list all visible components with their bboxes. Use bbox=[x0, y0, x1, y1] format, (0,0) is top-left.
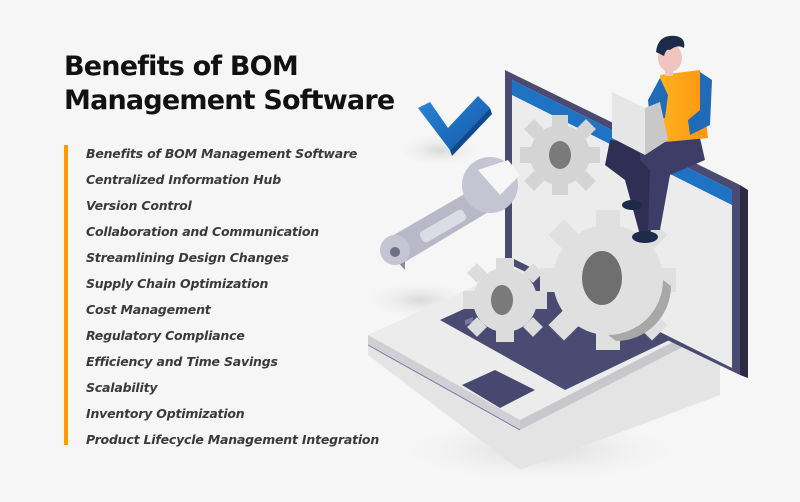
toc-item-collaboration[interactable]: Collaboration and Communication bbox=[86, 224, 319, 239]
gear-small-top-icon bbox=[520, 115, 600, 195]
toc-item-inventory-optimization[interactable]: Inventory Optimization bbox=[86, 406, 245, 421]
trackpad bbox=[462, 370, 535, 408]
toc-item-cost-management[interactable]: Cost Management bbox=[86, 302, 211, 317]
checkmark-icon bbox=[418, 96, 492, 156]
toc-item-version-control[interactable]: Version Control bbox=[86, 198, 192, 213]
toc-item-benefits[interactable]: Benefits of BOM Management Software bbox=[86, 146, 358, 161]
gear-large-icon bbox=[540, 210, 676, 350]
person-with-laptop bbox=[605, 35, 712, 243]
toc-item-supply-chain-optimization[interactable]: Supply Chain Optimization bbox=[86, 276, 269, 291]
laptop-gears-illustration bbox=[360, 35, 748, 485]
gear-small-bottom-icon bbox=[463, 258, 547, 342]
toc-list: Benefits of BOM Management Software Cent… bbox=[68, 145, 384, 457]
toc-item-plm-integration[interactable]: Product Lifecycle Management Integration bbox=[86, 432, 380, 447]
table-of-contents: Benefits of BOM Management Software Cent… bbox=[64, 145, 384, 447]
toc-item-streamlining-design-changes[interactable]: Streamlining Design Changes bbox=[86, 250, 289, 265]
toc-item-centralized-information-hub[interactable]: Centralized Information Hub bbox=[86, 172, 281, 187]
page-title-line-2: Management Software bbox=[64, 85, 395, 116]
toc-item-regulatory-compliance[interactable]: Regulatory Compliance bbox=[86, 328, 245, 343]
page-title: Benefits of BOM Management Software bbox=[64, 50, 395, 118]
toc-item-scalability[interactable]: Scalability bbox=[86, 380, 158, 395]
page-title-line-1: Benefits of BOM bbox=[64, 51, 299, 82]
toc-item-efficiency[interactable]: Efficiency and Time Savings bbox=[86, 354, 278, 369]
wrench-icon bbox=[380, 157, 520, 270]
